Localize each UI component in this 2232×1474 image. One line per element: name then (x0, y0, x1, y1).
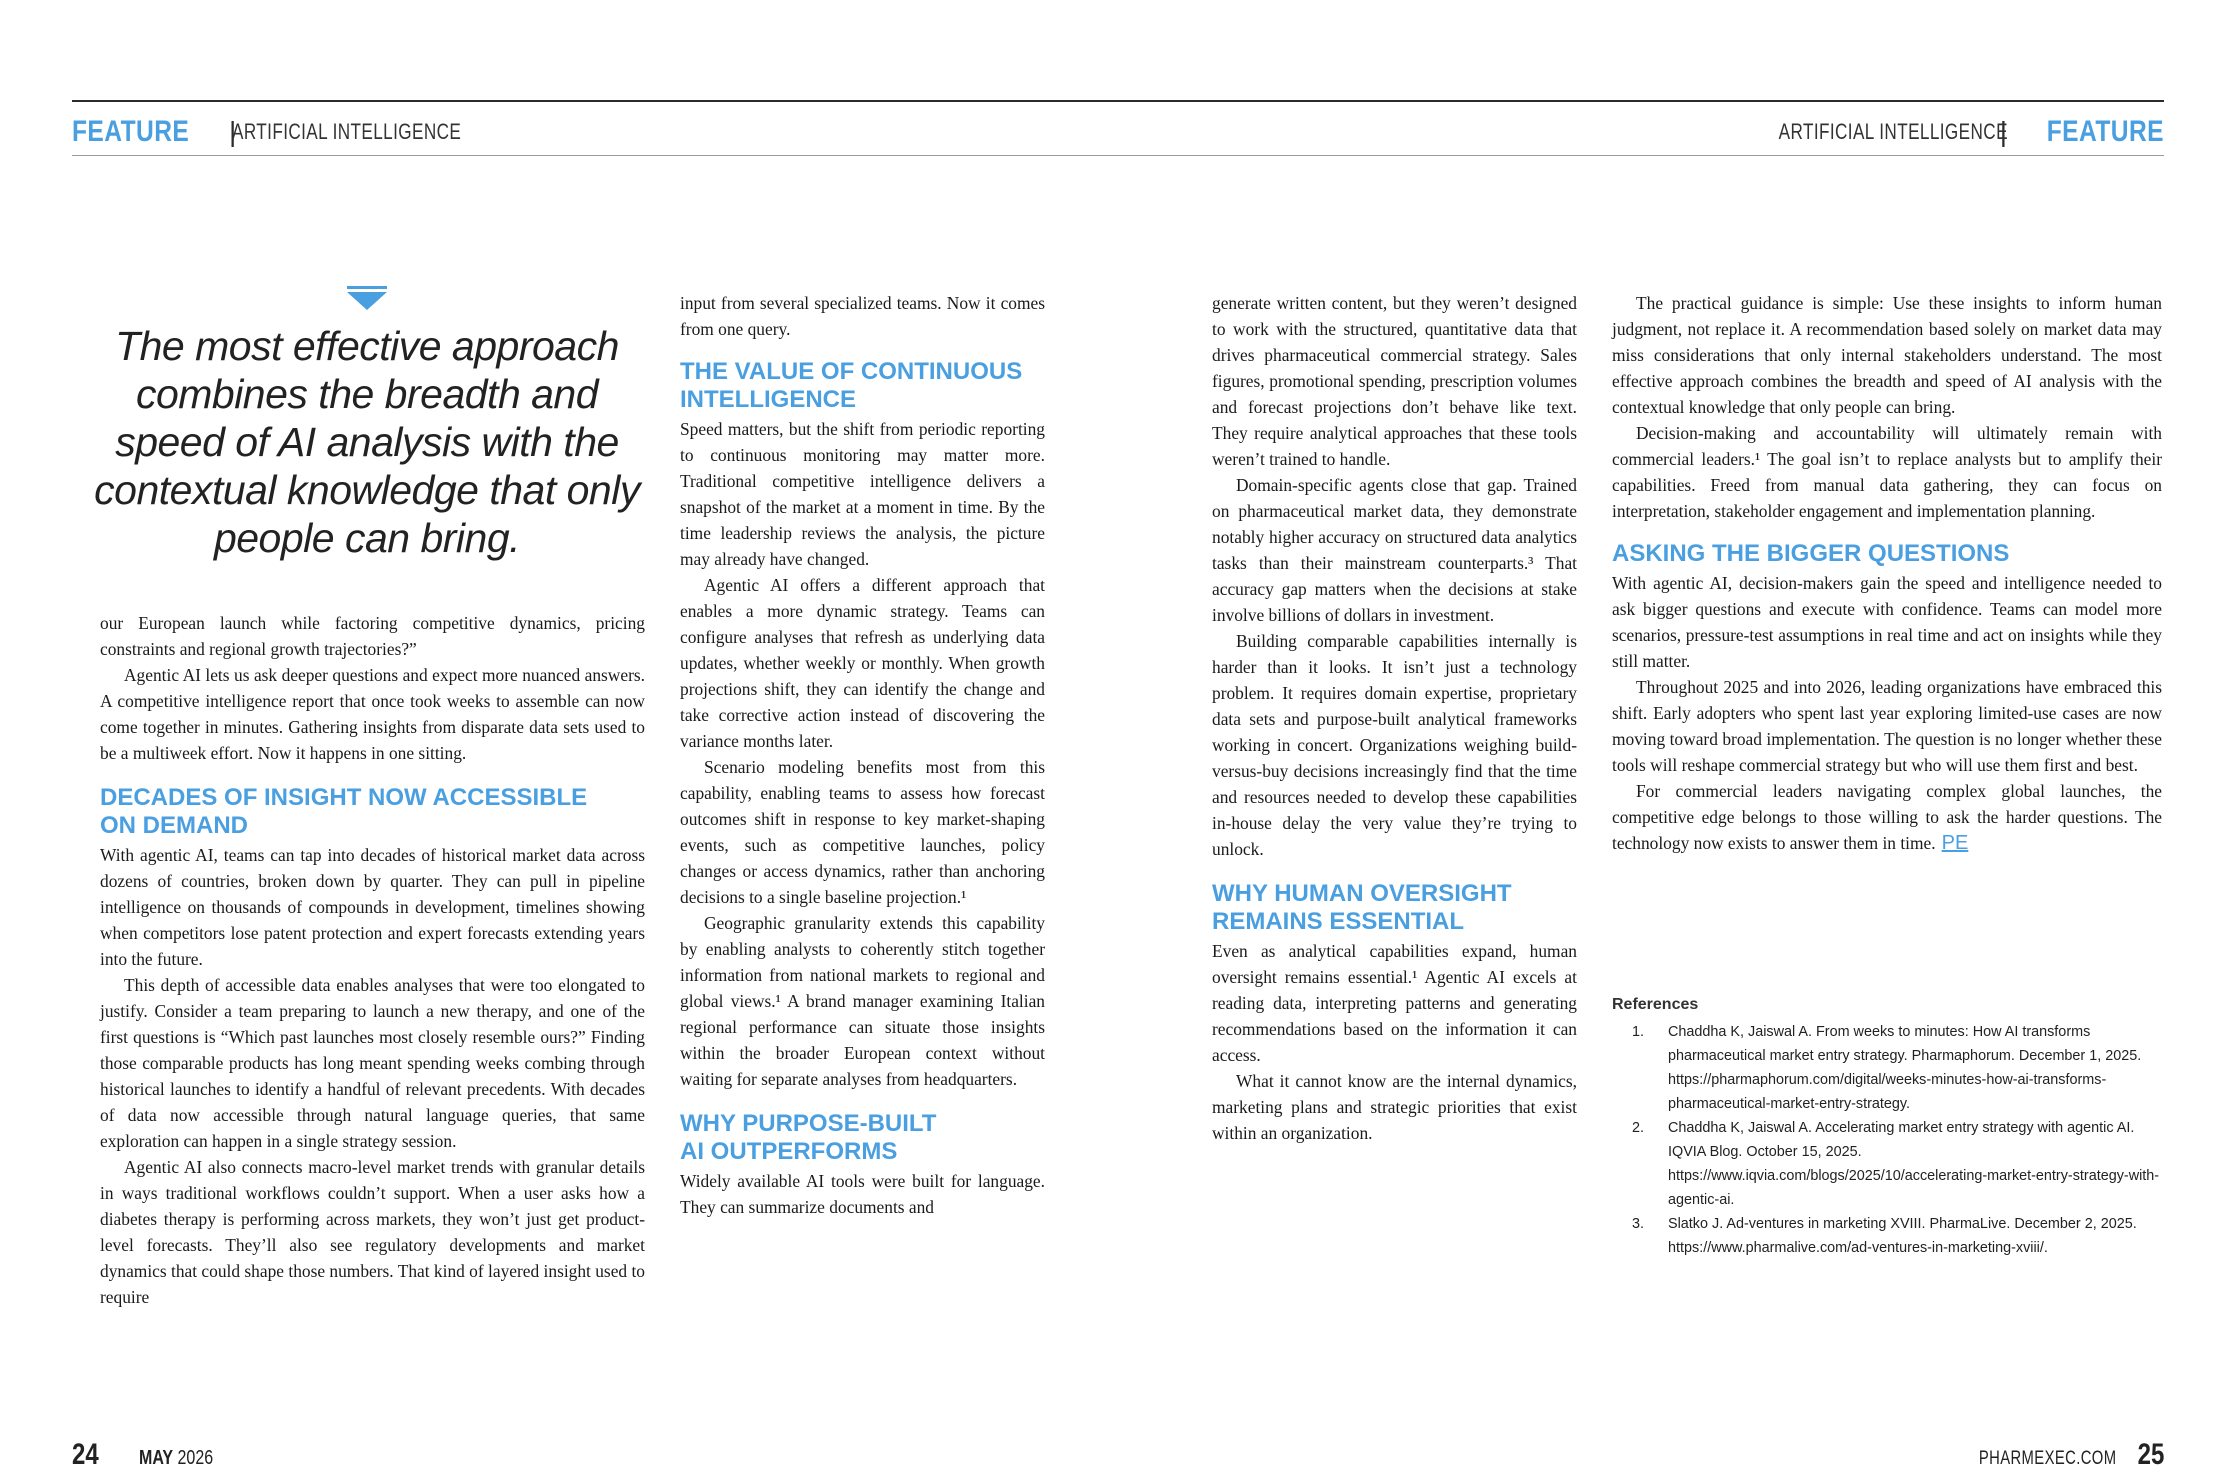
header-right: ARTIFICIAL INTELLIGENCE | FEATURE (1714, 112, 2164, 152)
header-separator-left: | (228, 116, 237, 147)
paragraph: This depth of accessible data enables an… (100, 975, 645, 1151)
paragraph-text: For commercial leaders navigating comple… (1612, 781, 2162, 853)
reference-number: 3. (1632, 1216, 1645, 1232)
pullquote-triangle-icon (347, 286, 387, 310)
section-heading-continuous: THE VALUE OF CONTINUOUS INTELLIGENCE (680, 358, 1045, 414)
reference-item: 2. Chaddha K, Jaiswal A. Accelerating ma… (1612, 1116, 2172, 1212)
header-left: FEATURE | ARTIFICIAL INTELLIGENCE (72, 112, 526, 152)
issue-month: MAY (139, 1447, 174, 1469)
paragraph: Agentic AI offers a different approach t… (680, 575, 1045, 751)
issue-date: MAY 2026 (139, 1447, 213, 1470)
page-number-left: 24 (72, 1438, 99, 1471)
header-separator-right: | (1999, 116, 2008, 147)
reference-text: Chaddha K, Jaiswal A. From weeks to minu… (1668, 1024, 2142, 1112)
paragraph: With agentic AI, teams can tap into deca… (100, 845, 645, 969)
paragraph: With agentic AI, decision-makers gain th… (1612, 573, 2162, 671)
section-label-left: ARTIFICIAL INTELLIGENCE (232, 119, 462, 144)
paragraph: The practical guidance is simple: Use th… (1612, 293, 2162, 417)
section-heading-decades: DECADES OF INSIGHT NOW ACCESSIBLE ON DEM… (100, 784, 645, 840)
paragraph: Geographic granularity extends this capa… (680, 913, 1045, 1089)
paragraph: Building comparable capabilities interna… (1212, 631, 1577, 859)
reference-item: 3. Slatko J. Ad-ventures in marketing XV… (1612, 1212, 2172, 1260)
feature-label-left: FEATURE (72, 115, 190, 148)
section-label-right: ARTIFICIAL INTELLIGENCE (1778, 119, 2008, 144)
paragraph: Throughout 2025 and into 2026, leading o… (1612, 677, 2162, 775)
heading-line: DECADES OF INSIGHT NOW ACCESSIBLE (100, 784, 588, 811)
paragraph: Domain-specific agents close that gap. T… (1212, 475, 1577, 625)
column-2: input from several specialized teams. No… (680, 290, 1045, 1220)
paragraph: Agentic AI also connects macro-level mar… (100, 1157, 645, 1307)
paragraph: What it cannot know are the internal dyn… (1212, 1071, 1577, 1143)
issue-year: 2026 (177, 1447, 214, 1469)
section-heading-purpose-built: WHY PURPOSE-BUILT AI OUTPERFORMS (680, 1110, 1045, 1166)
heading-line: WHY PURPOSE-BUILT (680, 1110, 937, 1137)
column-1: our European launch while factoring comp… (100, 610, 645, 1310)
paragraph: generate written content, but they weren… (1212, 293, 1577, 469)
heading-line: THE VALUE OF CONTINUOUS (680, 358, 1023, 385)
section-heading-bigger-questions: ASKING THE BIGGER QUESTIONS (1612, 540, 2162, 568)
page-number-right: 25 (2137, 1438, 2164, 1471)
heading-line: WHY HUMAN OVERSIGHT (1212, 880, 1512, 907)
heading-line: AI OUTPERFORMS (680, 1138, 898, 1165)
paragraph: For commercial leaders navigating comple… (1612, 778, 2162, 856)
paragraph: Widely available AI tools were built for… (680, 1171, 1045, 1217)
paragraph: Even as analytical capabilities expand, … (1212, 941, 1577, 1065)
reference-item: 1. Chaddha K, Jaiswal A. From weeks to m… (1612, 1020, 2172, 1116)
header-underline (72, 155, 2164, 156)
reference-number: 2. (1632, 1120, 1645, 1136)
paragraph: Agentic AI lets us ask deeper questions … (100, 665, 645, 763)
heading-line: INTELLIGENCE (680, 386, 857, 413)
heading-line: ASKING THE BIGGER QUESTIONS (1612, 540, 2010, 567)
footer-right: PHARMEXEC.COM 25 (1940, 1438, 2164, 1474)
references: References 1. Chaddha K, Jaiswal A. From… (1612, 996, 2172, 1260)
reference-number: 1. (1632, 1024, 1645, 1040)
feature-label-right: FEATURE (2046, 115, 2164, 148)
paragraph: our European launch while factoring comp… (100, 613, 645, 659)
reference-text: Chaddha K, Jaiswal A. Accelerating marke… (1668, 1120, 2160, 1208)
heading-line: ON DEMAND (100, 812, 248, 839)
references-title: References (1612, 996, 1699, 1013)
column-4: The practical guidance is simple: Use th… (1612, 290, 2162, 856)
pull-quote: The most effective approach combines the… (94, 323, 640, 561)
footer-left: 24 MAY 2026 (72, 1438, 232, 1474)
site-name: PHARMEXEC.COM (1978, 1448, 2117, 1469)
references-list: 1. Chaddha K, Jaiswal A. From weeks to m… (1612, 1020, 2172, 1260)
section-heading-human-oversight: WHY HUMAN OVERSIGHT REMAINS ESSENTIAL (1212, 880, 1577, 936)
paragraph: Scenario modeling benefits most from thi… (680, 757, 1045, 907)
paragraph: input from several specialized teams. No… (680, 293, 1045, 339)
paragraph: Speed matters, but the shift from period… (680, 419, 1045, 569)
heading-line: REMAINS ESSENTIAL (1212, 908, 1465, 935)
reference-text: Slatko J. Ad-ventures in marketing XVIII… (1668, 1216, 2137, 1256)
end-mark-pe: PE (1941, 832, 1969, 854)
top-rule (72, 100, 2164, 102)
column-3: generate written content, but they weren… (1212, 290, 1577, 1146)
paragraph: Decision-making and accountability will … (1612, 423, 2162, 521)
